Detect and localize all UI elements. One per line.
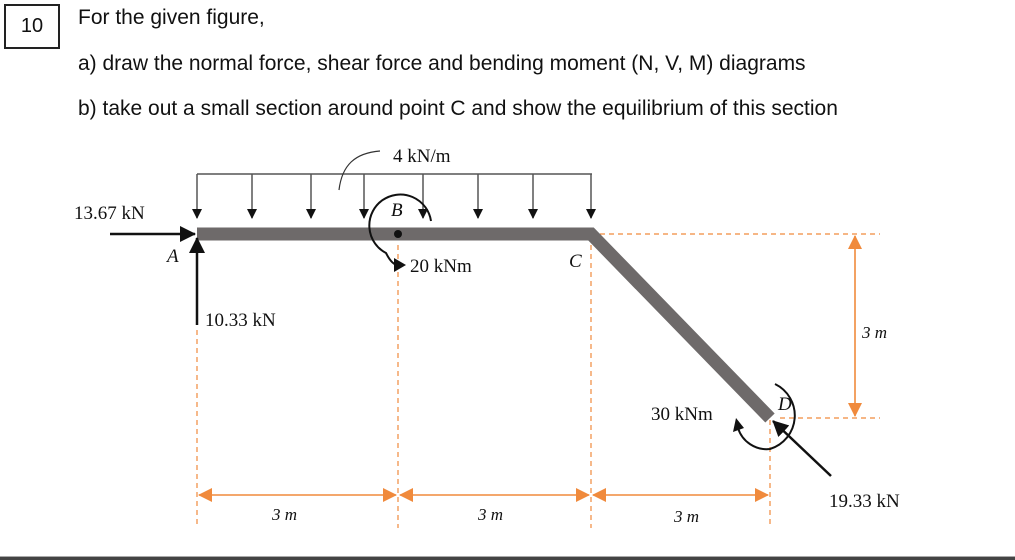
dimension-cd: 3 m [673, 507, 699, 526]
reaction-vertical-a-label: 10.33 kN [205, 310, 276, 331]
moment-b-arrowhead [394, 258, 406, 272]
distributed-load [192, 150, 596, 219]
moment-d-label: 30 kNm [651, 404, 713, 425]
distributed-load-label: 4 kN/m [393, 146, 451, 167]
force-d-arrow [772, 420, 832, 477]
point-b-dot [394, 230, 402, 238]
guide-lines [196, 233, 880, 528]
point-c-label: C [569, 251, 582, 272]
dimension-bc: 3 m [477, 505, 503, 524]
dimension-arrows [198, 235, 862, 502]
moment-b-arc [368, 193, 432, 266]
question-part-a: a) draw the normal force, shear force an… [78, 52, 806, 75]
point-b-label: B [391, 200, 403, 221]
question-number: 10 [4, 4, 60, 49]
point-a-label: A [165, 246, 179, 267]
dimension-height: 3 m [861, 323, 887, 342]
moment-b-label: 20 kNm [410, 256, 472, 277]
dimension-ab: 3 m [271, 505, 297, 524]
moment-d-arc [737, 383, 796, 451]
question-intro: For the given figure, [78, 6, 265, 29]
question-part-b: b) take out a small section around point… [78, 97, 838, 120]
frame-members [197, 227, 775, 423]
moment-d-arrowhead [733, 418, 744, 432]
reaction-horizontal-a-label: 13.67 kN [74, 203, 145, 224]
force-d-label: 19.33 kN [829, 491, 900, 512]
point-d-label: D [777, 394, 792, 415]
page-divider [0, 556, 1015, 560]
